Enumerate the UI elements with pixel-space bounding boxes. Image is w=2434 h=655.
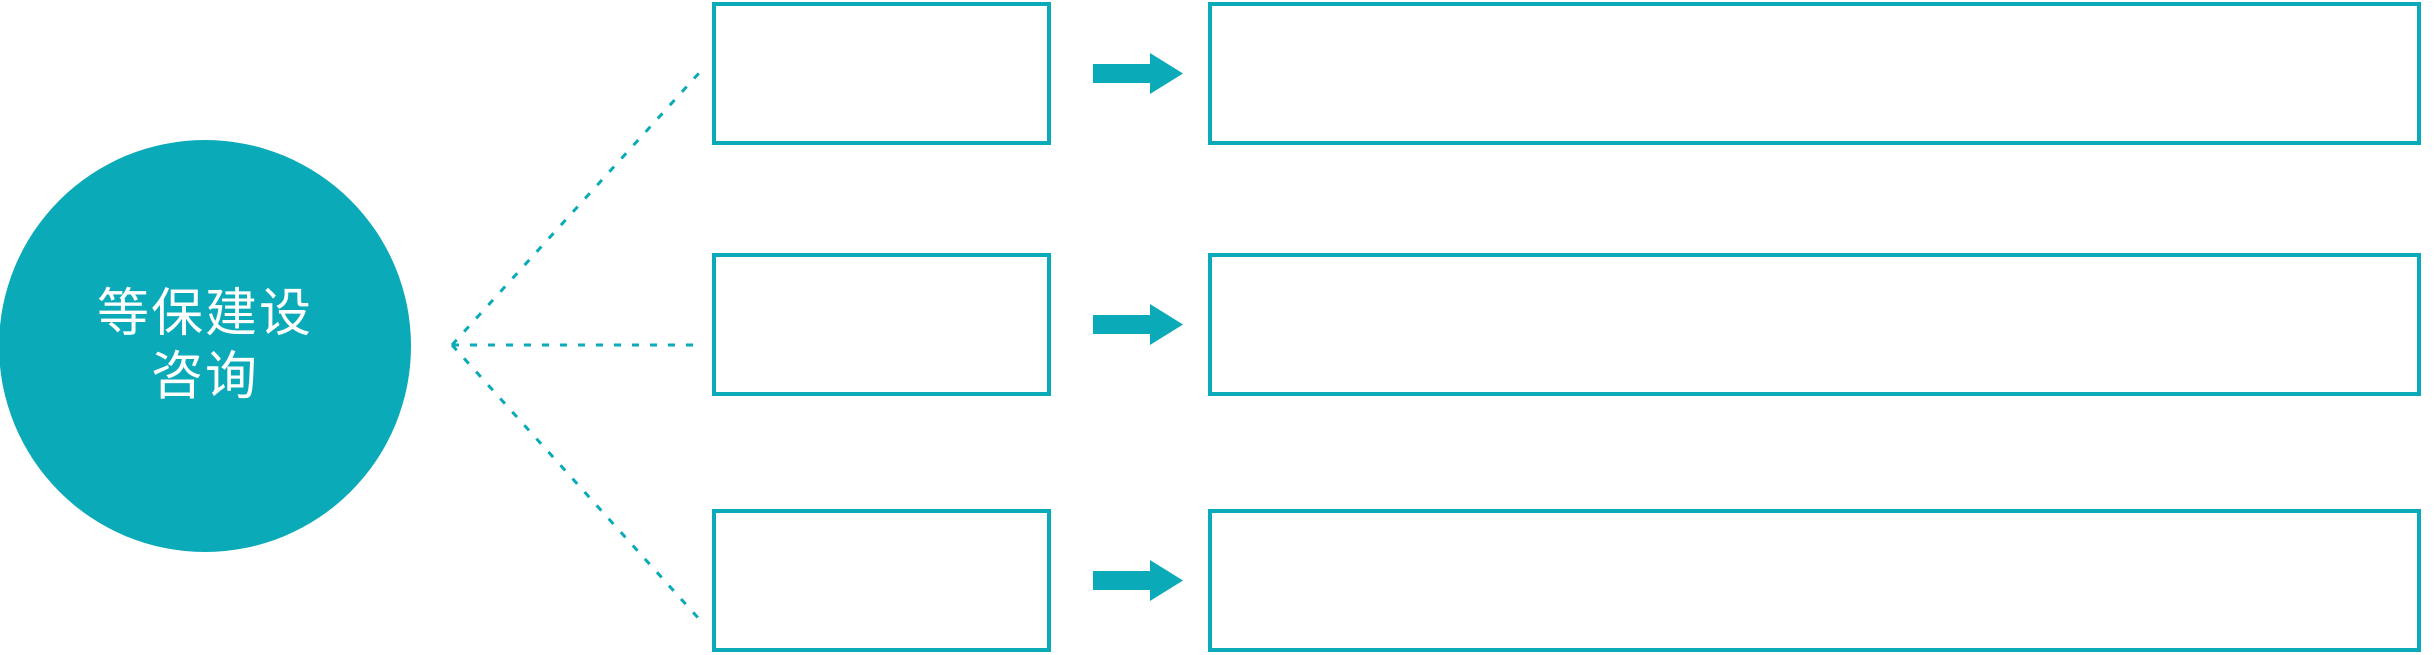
- detail-box-3[interactable]: [1208, 509, 2421, 652]
- arrow-right-icon: [1093, 560, 1183, 601]
- detail-box-2[interactable]: [1208, 253, 2421, 396]
- stage-box-1[interactable]: [712, 2, 1051, 145]
- arrow-right-icon: [1093, 53, 1183, 94]
- arrow-right-icon: [1093, 304, 1183, 345]
- diagram-row-1: [0, 2, 2434, 145]
- hub-circle[interactable]: 等保建设 咨询: [0, 140, 411, 552]
- hub-title-line-1: 等保建设: [96, 284, 313, 343]
- hub-title-line-2: 咨询: [150, 348, 259, 406]
- diagram-row-2: [0, 253, 2434, 396]
- detail-box-1[interactable]: [1208, 2, 2421, 145]
- stage-box-3[interactable]: [712, 509, 1051, 652]
- diagram-row-3: [0, 509, 2434, 652]
- stage-box-2[interactable]: [712, 253, 1051, 396]
